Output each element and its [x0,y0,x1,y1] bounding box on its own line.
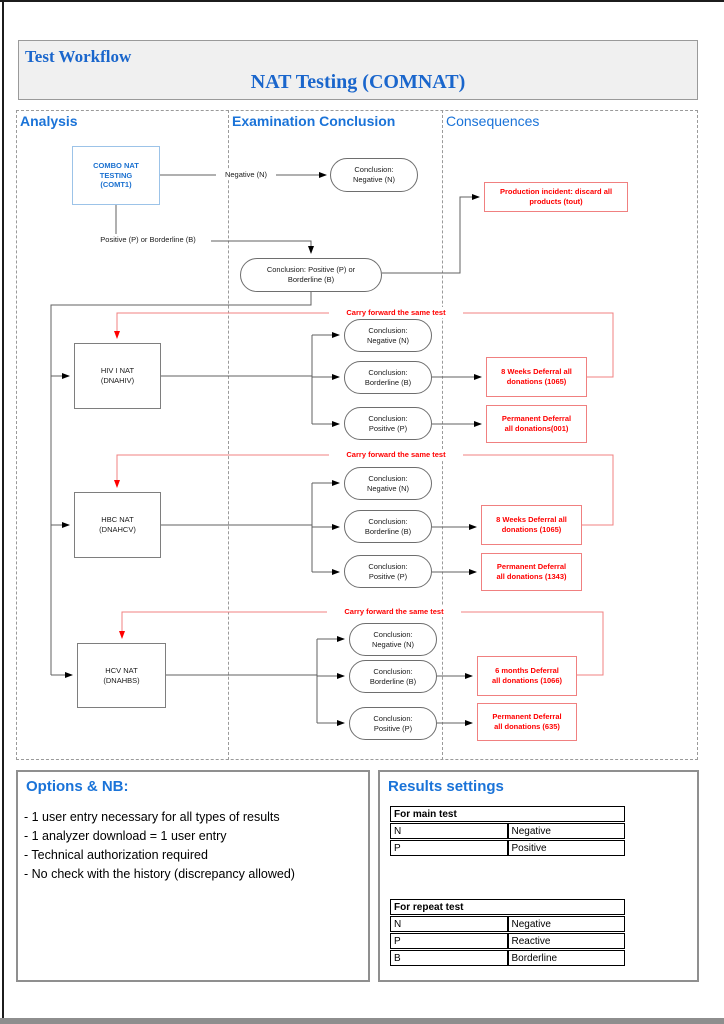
node-hcv-conclusion-negative: Conclusion: Negative (N) [349,623,437,656]
table-row: B Borderline [390,950,625,966]
page-footer-bar [0,1018,724,1024]
node-hcv-nat: HCV NAT (DNAHBS) [77,643,166,708]
options-item: - 1 user entry necessary for all types o… [24,810,280,824]
node-hbc-conclusion-negative: Conclusion: Negative (N) [344,467,432,500]
table-header-row: For main test [390,806,625,822]
result-code: N [390,916,508,932]
node-production-incident: Production incident: discard all product… [484,182,628,212]
table-row: N Negative [390,823,625,839]
edge-label-negative: Negative (N) [216,169,276,180]
node-hbc-deferral-8weeks: 8 Weeks Deferral all donations (1065) [481,505,582,545]
node-conclusion-positive-borderline: Conclusion: Positive (P) or Borderline (… [240,258,382,292]
column-divider-2 [442,110,443,760]
result-code: B [390,950,508,966]
table-row: N Negative [390,916,625,932]
result-code: P [390,933,508,949]
node-hbc-conclusion-borderline: Conclusion: Borderline (B) [344,510,432,543]
column-header-analysis: Analysis [20,113,78,129]
node-hbc-conclusion-positive: Conclusion: Positive (P) [344,555,432,588]
options-item: - 1 analyzer download = 1 user entry [24,829,227,843]
table-header-cell: For repeat test [390,899,625,915]
node-hbc-nat: HBC NAT (DNAHCV) [74,492,161,558]
column-divider-1 [228,110,229,760]
edge-label-carry-forward-hbc: Carry forward the same test [329,449,463,460]
page-title: Test Workflow [25,47,132,66]
node-hiv-conclusion-positive: Conclusion: Positive (P) [344,407,432,440]
node-hiv-conclusion-borderline: Conclusion: Borderline (B) [344,361,432,394]
table-row: P Positive [390,840,625,856]
repeat-test-table: For repeat test N Negative P Reactive B … [390,898,625,967]
node-hcv-conclusion-borderline: Conclusion: Borderline (B) [349,660,437,693]
result-label: Positive [507,840,625,856]
header-banner: Test Workflow NAT Testing (COMNAT) [18,40,698,100]
options-panel: Options & NB: - 1 user entry necessary f… [16,770,370,982]
page-border-top [0,0,724,2]
main-test-table: For main test N Negative P Positive [390,805,625,857]
node-hcv-deferral-permanent: Permanent Deferral all donations (635) [477,703,577,741]
column-header-consequences: Consequences [446,113,540,129]
node-hcv-deferral-6months: 6 months Deferral all donations (1066) [477,656,577,696]
result-code: P [390,840,508,856]
options-title: Options & NB: [26,778,129,795]
edge-label-carry-forward-hcv: Carry forward the same test [327,606,461,617]
node-hiv-deferral-8weeks: 8 Weeks Deferral all donations (1065) [486,357,587,397]
page-border-left [2,0,4,1018]
table-row: P Reactive [390,933,625,949]
table-header-row: For repeat test [390,899,625,915]
node-conclusion-negative-main: Conclusion: Negative (N) [330,158,418,192]
column-header-examination: Examination Conclusion [232,113,396,129]
options-item: - No check with the history (discrepancy… [24,867,295,881]
table-header-cell: For main test [390,806,625,822]
result-label: Negative [507,823,625,839]
node-hbc-deferral-permanent: Permanent Deferral all donations (1343) [481,553,582,591]
node-hiv-nat: HIV I NAT (DNAHIV) [74,343,161,409]
node-hiv-conclusion-negative: Conclusion: Negative (N) [344,319,432,352]
node-hcv-conclusion-positive: Conclusion: Positive (P) [349,707,437,740]
options-item: - Technical authorization required [24,848,208,862]
results-title: Results settings [388,778,504,795]
options-list: - 1 user entry necessary for all types o… [24,808,295,884]
result-label: Reactive [507,933,625,949]
result-code: N [390,823,508,839]
results-panel: Results settings For main test N Negativ… [378,770,699,982]
edge-label-carry-forward-hiv: Carry forward the same test [329,307,463,318]
result-label: Negative [507,916,625,932]
page-subtitle: NAT Testing (COMNAT) [250,71,466,93]
node-hiv-deferral-permanent: Permanent Deferral all donations(001) [486,405,587,443]
flowchart-area [16,110,698,760]
edge-label-positive-borderline: Positive (P) or Borderline (B) [85,234,211,245]
result-label: Borderline [507,950,625,966]
node-combo-nat-testing: COMBO NAT TESTING (COMT1) [72,146,160,205]
